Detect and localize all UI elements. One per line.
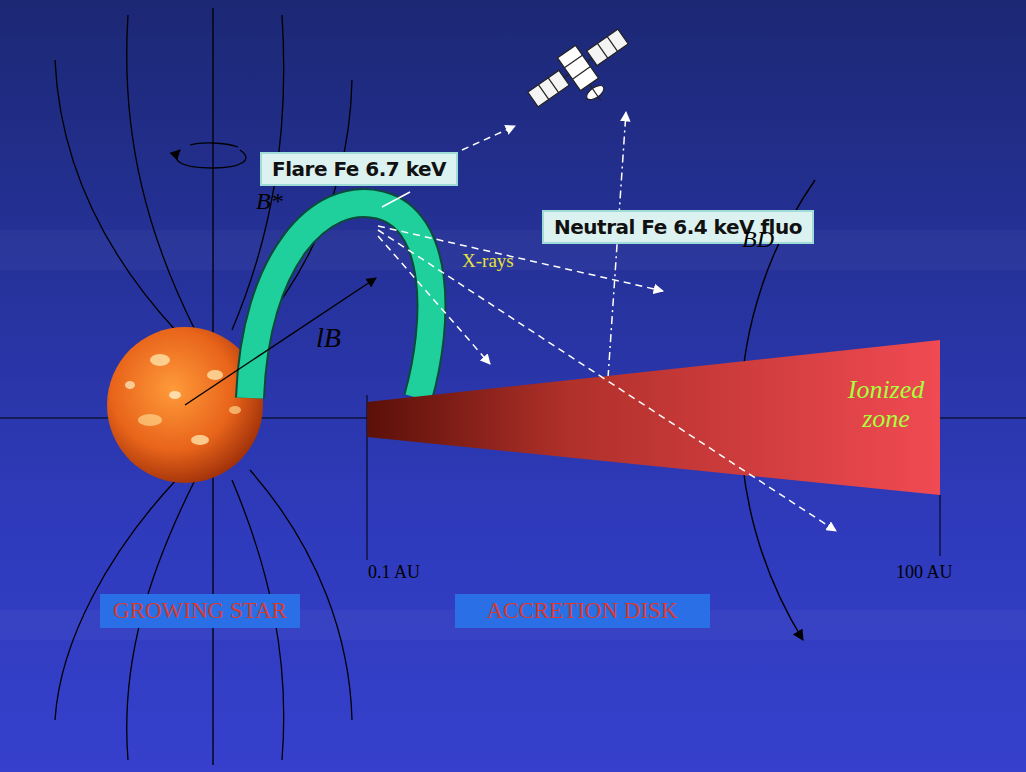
caption-text: GROWING STAR	[112, 598, 288, 624]
callout-text: Flare Fe 6.7 keV	[272, 157, 446, 181]
distance-label: 100 AU	[896, 562, 953, 583]
caption-box: ACCRETION DISK	[455, 594, 710, 628]
xray-label: X-rays	[462, 250, 514, 272]
distance-label: 0.1 AU	[368, 562, 420, 583]
field-symbol: BD	[742, 226, 774, 253]
leader-line	[382, 192, 410, 207]
scale-tick	[940, 495, 941, 556]
disk-shape	[367, 340, 940, 495]
loop-length-symbol: lB	[316, 322, 341, 354]
disk-wedge	[367, 340, 940, 495]
accretion-disk: Ionized zone	[367, 340, 940, 495]
callout-box: Flare Fe 6.7 keV	[260, 152, 458, 186]
field-symbol: B*	[256, 188, 283, 215]
zone-label: Ionized zone	[834, 376, 938, 433]
xray-arrow	[378, 230, 836, 531]
rotation-arrow	[176, 150, 246, 168]
caption-box: GROWING STAR	[100, 594, 300, 628]
star-field-lines	[55, 8, 352, 765]
loop-length-arrow	[185, 278, 376, 405]
satellite	[521, 20, 646, 132]
disk-text-holder: Ionized zone	[834, 376, 938, 433]
caption-text: ACCRETION DISK	[467, 598, 698, 624]
rotation-arrow	[190, 143, 238, 147]
fluorescence-arrow	[608, 112, 626, 378]
